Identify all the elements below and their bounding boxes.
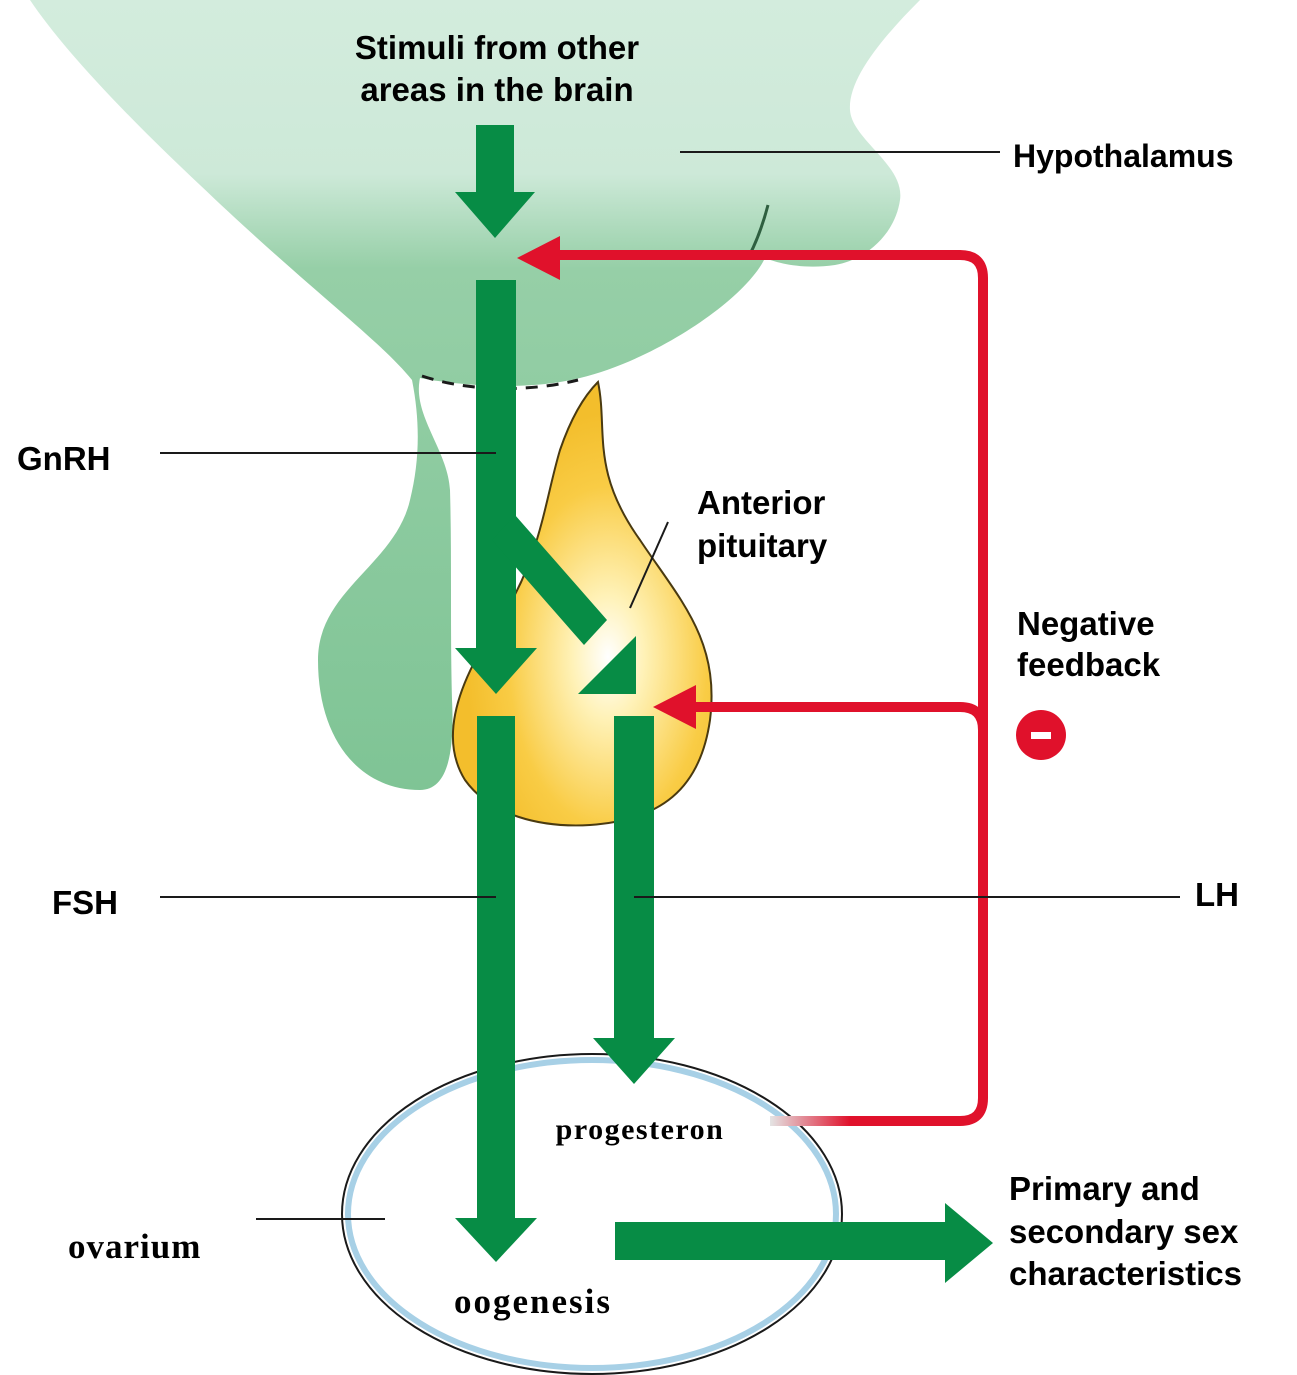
primary-secondary-label-line3: characteristics xyxy=(1009,1255,1242,1292)
feedback-line-pituitary-branch xyxy=(695,707,983,730)
primary-secondary-label-line2: secondary sex xyxy=(1009,1213,1239,1250)
minus-icon xyxy=(1031,732,1051,739)
feedback-fade-segment xyxy=(770,1116,850,1126)
stimuli-label-line1: Stimuli from other xyxy=(355,29,639,66)
ovarium-label: ovarium xyxy=(68,1227,201,1266)
primary-secondary-label-line1: Primary and xyxy=(1009,1170,1200,1207)
negative-feedback-label-line1: Negative xyxy=(1017,605,1155,642)
lh-label: LH xyxy=(1195,876,1239,913)
oogenesis-label: oogenesis xyxy=(454,1282,612,1321)
negative-feedback-label-line2: feedback xyxy=(1017,646,1161,683)
ovary-shape xyxy=(342,1054,842,1374)
stimuli-label-line2: areas in the brain xyxy=(360,71,633,108)
progesteron-label: progesteron xyxy=(556,1113,725,1146)
anterior-pituitary-label-line1: Anterior xyxy=(697,484,826,521)
gnrh-label: GnRH xyxy=(17,440,111,477)
anterior-pituitary-label-line2: pituitary xyxy=(697,527,828,564)
hypothalamus-label: Hypothalamus xyxy=(1013,138,1233,174)
fsh-label: FSH xyxy=(52,884,118,921)
